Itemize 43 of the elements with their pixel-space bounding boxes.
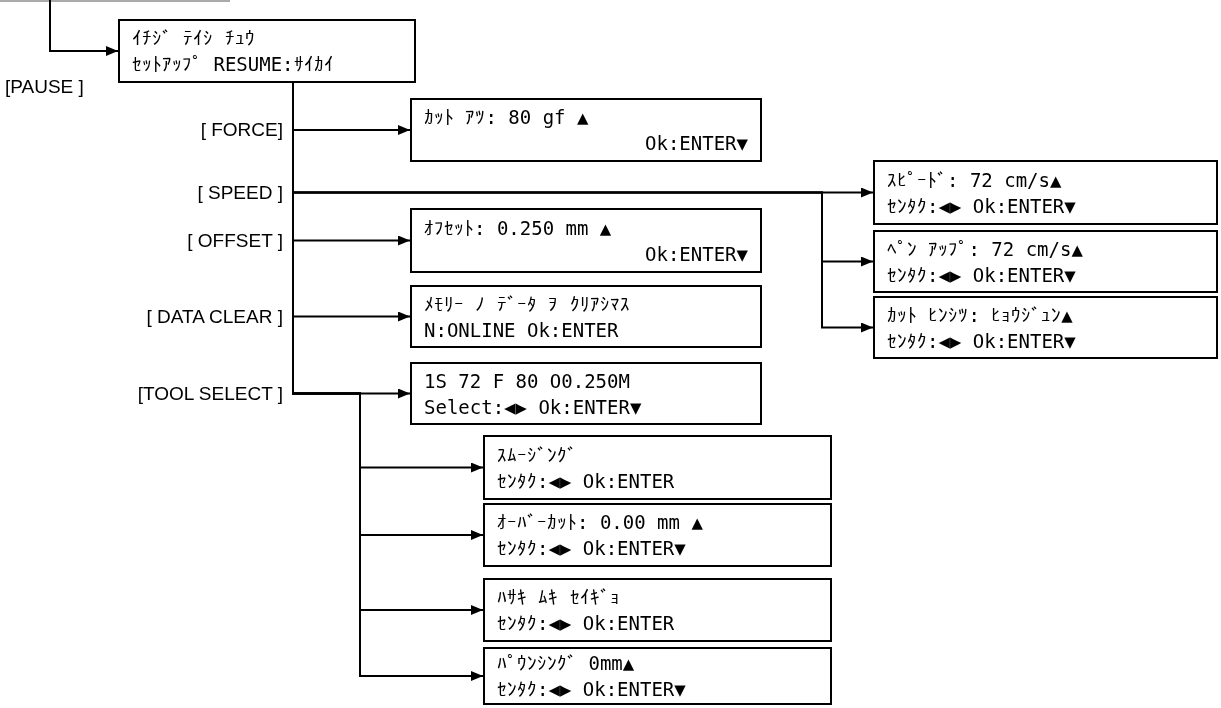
display-text: ｾﾝﾀｸ:◀▶ Ok:ENTER▼: [887, 193, 1077, 219]
display-text: ｾﾝﾀｸ:◀▶ Ok:ENTER: [497, 611, 676, 636]
lcd-screen: [483, 503, 832, 567]
display-text: ｾﾝﾀｸ:◀▶ Ok:ENTER▼: [497, 677, 687, 702]
display-text: ｶｯﾄ ｱﾂ: 80 gf ▲: [424, 105, 590, 130]
display-text: ﾊｻｷ ﾑｷ ｾｲｷﾞｮ: [497, 585, 621, 610]
display-text: N:ONLINE Ok:ENTER: [424, 317, 620, 343]
display-text: ｾｯﾄｱｯﾌﾟ RESUME:ｻｲｶｲ: [132, 52, 335, 77]
display-text: ｽﾑｰｼﾞﾝｸﾞ: [497, 442, 578, 468]
arrow: [49, 0, 119, 56]
lcd-screen: [118, 19, 416, 83]
display-text: ｵｰﾊﾞｰｶｯﾄ: 0.00 mm ▲: [497, 510, 704, 535]
lcd-screen: [483, 435, 832, 500]
display-text: ｽﾋﾟｰﾄﾞ: 72 cm/s▲: [887, 167, 1063, 193]
key-label: [ OFFSET ]: [187, 229, 283, 252]
display-text: ｵﾌｾｯﾄ: 0.250 mm ▲: [424, 215, 613, 241]
lcd-screen: [410, 208, 762, 273]
lcd-screen: [483, 578, 832, 642]
display-text: ｲﾁｼﾞ ﾃｲｼ ﾁｭｳ: [132, 26, 256, 51]
display-text: ﾒﾓﾘｰ ﾉ ﾃﾞｰﾀ ｦ ｸﾘｱｼﾏｽ: [424, 291, 631, 317]
lcd-screen: [873, 296, 1218, 359]
display-text: ｾﾝﾀｸ:◀▶ Ok:ENTER▼: [497, 536, 687, 561]
display-text: Select:◀▶ Ok:ENTER▼: [424, 394, 643, 420]
display-text: ﾍﾟﾝ ｱｯﾌﾟ: 72 cm/s▲: [887, 236, 1084, 262]
display-text: ﾊﾟｳﾝｼﾝｸﾞ 0mm▲: [497, 651, 636, 676]
key-label: [ DATA CLEAR ]: [146, 305, 283, 328]
display-text: Ok:ENTER▼: [644, 241, 748, 267]
key-label: [PAUSE ]: [5, 76, 84, 98]
key-label: [ SPEED ]: [197, 181, 283, 204]
lcd-screen: [873, 230, 1218, 293]
key-label: [ FORCE]: [200, 119, 283, 141]
display-text: ｾﾝﾀｸ:◀▶ Ok:ENTER▼: [887, 328, 1077, 354]
display-text: ｾﾝﾀｸ:◀▶ Ok:ENTER▼: [887, 262, 1077, 288]
key-label: [TOOL SELECT ]: [137, 382, 283, 405]
display-text: Ok:ENTER▼: [644, 131, 748, 156]
lcd-screen: [410, 285, 762, 348]
display-text: ｾﾝﾀｸ:◀▶ Ok:ENTER: [497, 468, 676, 494]
display-text: 1S 72 F 80 O0.250M: [424, 368, 631, 394]
lcd-screen: [483, 647, 832, 705]
display-text: ｶｯﾄ ﾋﾝｼﾂ: ﾋｮｳｼﾞｭﾝ▲: [887, 302, 1074, 328]
lcd-screen: [410, 98, 762, 162]
lcd-screen: [873, 160, 1218, 225]
lcd-screen: [410, 362, 762, 425]
